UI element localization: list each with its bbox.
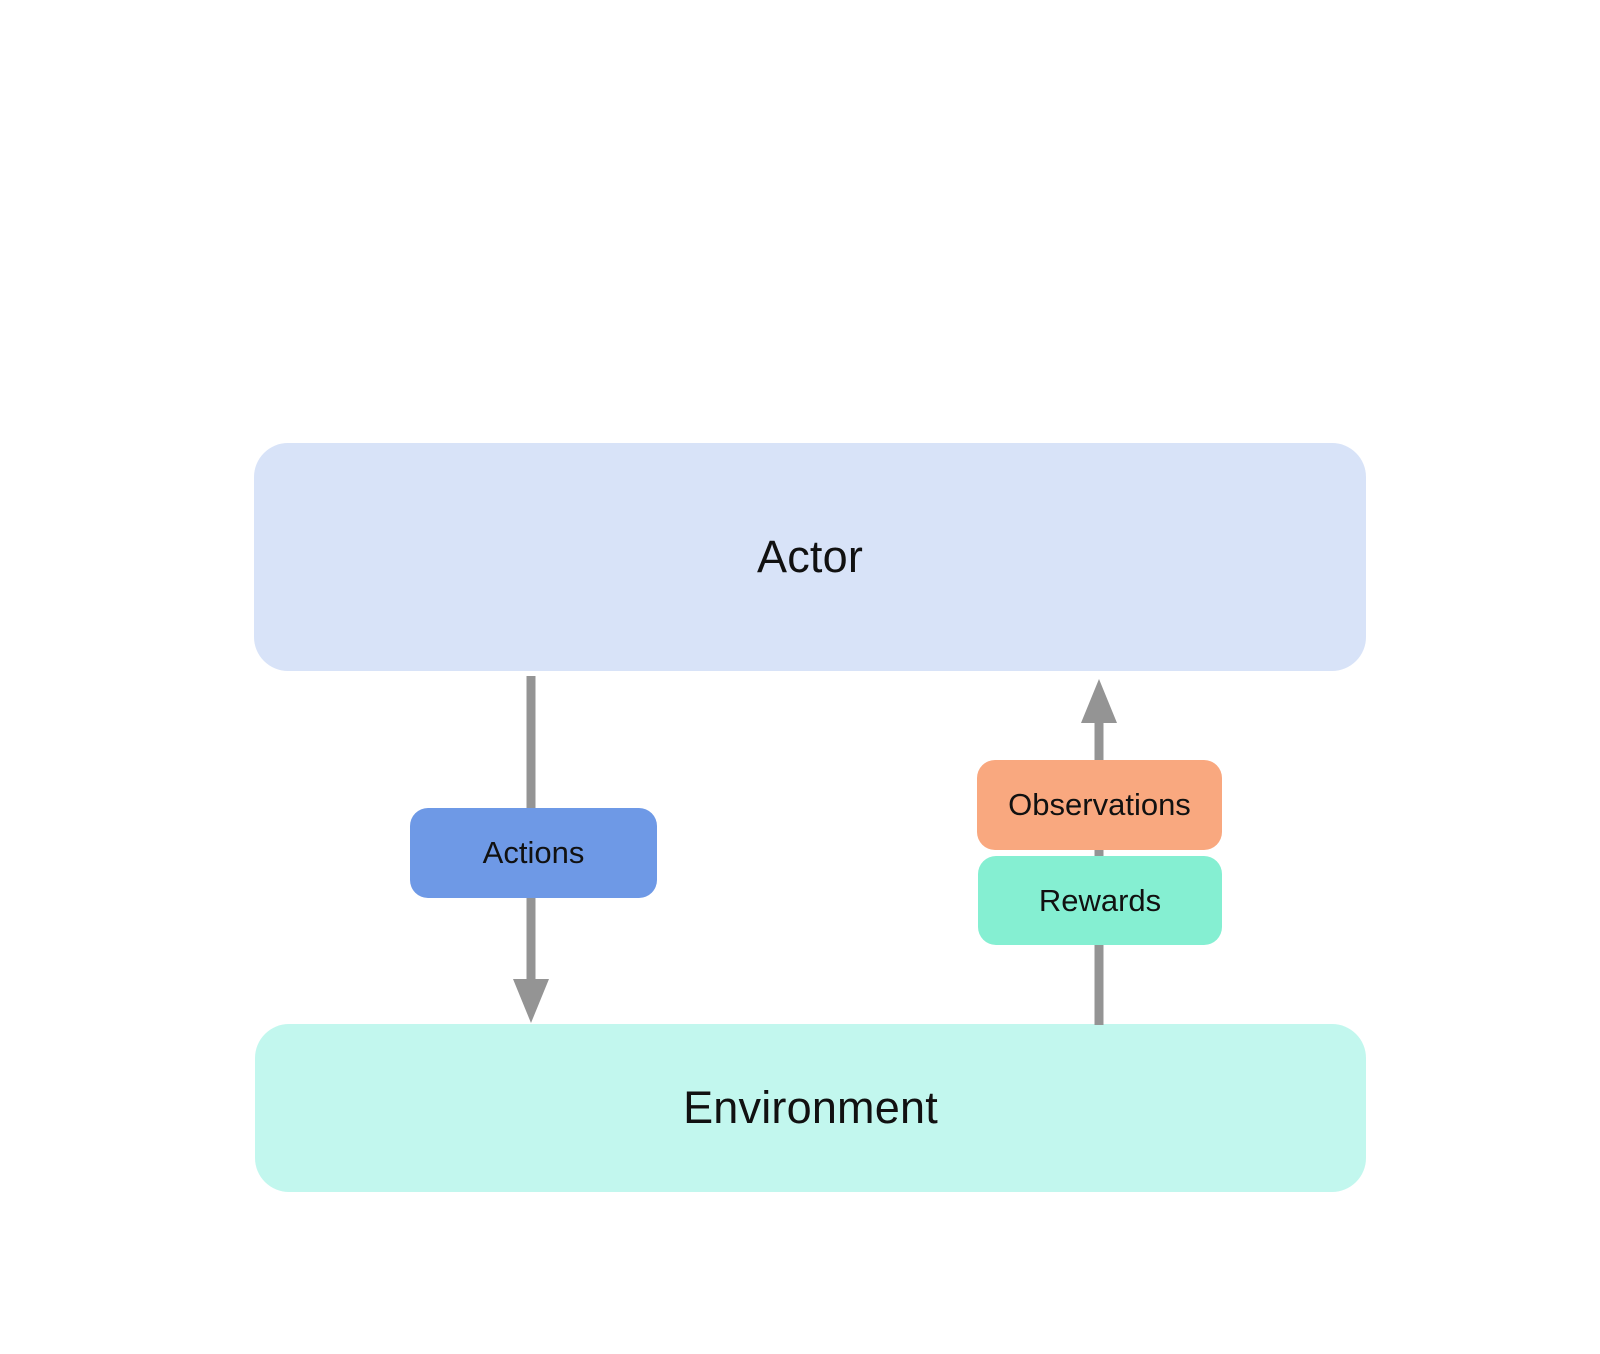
actor-label: Actor [756,531,864,582]
feedback-arrowhead-icon [1081,679,1117,723]
actions-label-text: Actions [482,835,585,870]
rewards-edge-label: Rewards [978,856,1222,945]
actions-arrowhead-icon [513,979,549,1023]
actions-edge-label: Actions [410,808,657,898]
feedback-arrow-up [1081,679,1117,1025]
rewards-label-text: Rewards [1038,882,1162,918]
observations-edge-label: Observations [977,760,1222,850]
environment-node: Environment [255,1024,1366,1192]
actor-node: Actor [254,443,1366,671]
observations-label-text: Observations [1008,787,1191,822]
environment-label: Environment [683,1082,938,1133]
